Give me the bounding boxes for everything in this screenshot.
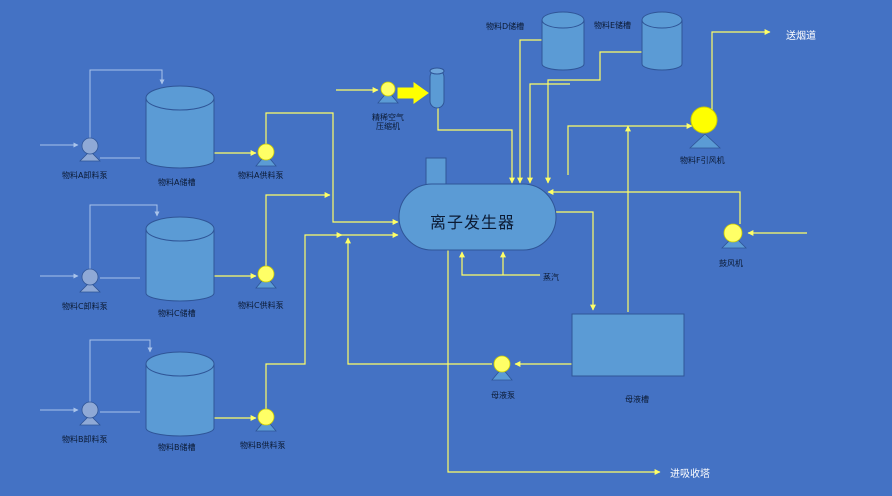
supply-pump-c bbox=[255, 265, 277, 289]
blower-label: 鼓风机 bbox=[719, 259, 743, 268]
flue-destination-label: 送烟道 bbox=[786, 31, 816, 42]
supply-pump-b bbox=[255, 408, 277, 432]
tank-d-label: 物料D储槽 bbox=[486, 22, 525, 31]
tank-e-label: 物料E储槽 bbox=[594, 21, 632, 30]
absorber-destination-label: 进吸收塔 bbox=[670, 469, 710, 480]
unload-pump-c-label: 物料C卸料泵 bbox=[62, 302, 108, 311]
supply-pump-c-label: 物料C供料泵 bbox=[238, 301, 284, 310]
mother-tank-label: 母液槽 bbox=[625, 395, 649, 404]
mother-pump-label: 母液泵 bbox=[491, 391, 515, 400]
unload-pump-c bbox=[79, 268, 101, 293]
supply-pump-b-label: 物料B供料泵 bbox=[240, 441, 286, 450]
induced-fan bbox=[688, 106, 722, 149]
tank-a-label: 物料A储槽 bbox=[158, 178, 196, 187]
compressor-label-line1: 精稀空气 bbox=[372, 113, 404, 122]
compressor-label-line2: 压缩机 bbox=[376, 122, 400, 132]
mother-pump bbox=[491, 355, 513, 381]
tank-d bbox=[541, 11, 585, 71]
compressor-column bbox=[429, 67, 445, 109]
blower-fan bbox=[721, 223, 747, 249]
process-pipes bbox=[214, 29, 807, 475]
compressor-pump bbox=[377, 81, 399, 104]
supply-pump-a bbox=[255, 143, 277, 167]
tank-b bbox=[145, 351, 215, 437]
induced-fan-label: 物料F引风机 bbox=[680, 156, 725, 165]
mother-tank bbox=[571, 313, 685, 377]
generator-label: 离子发生器 bbox=[430, 213, 516, 232]
unload-pump-a-label: 物料A卸料泵 bbox=[62, 171, 108, 180]
compressor-label: 精稀空气 压缩机 bbox=[372, 113, 404, 131]
unload-pump-b-label: 物料B卸料泵 bbox=[62, 435, 108, 444]
supply-pump-a-label: 物料A供料泵 bbox=[238, 171, 284, 180]
ion-generator bbox=[398, 157, 557, 251]
tank-a bbox=[145, 85, 215, 169]
compressor-arrow bbox=[397, 82, 429, 104]
unload-pump-a bbox=[79, 137, 101, 162]
steam-label: 蒸汽 bbox=[543, 273, 559, 282]
tank-c bbox=[145, 216, 215, 302]
unload-pump-b bbox=[79, 401, 101, 426]
tank-c-label: 物料C储槽 bbox=[158, 309, 196, 318]
tank-e bbox=[641, 11, 683, 71]
feed-lines bbox=[40, 69, 165, 413]
tank-b-label: 物料B储槽 bbox=[158, 443, 196, 452]
